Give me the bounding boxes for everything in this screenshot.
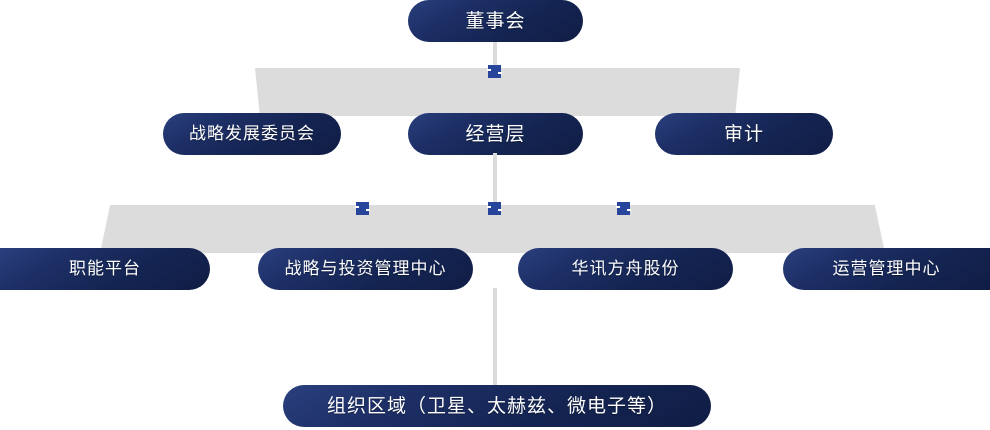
connector-line-management-to-tier3 bbox=[493, 153, 497, 209]
connector-marker-tier3-right bbox=[616, 202, 631, 215]
connector-line-tier3-to-regions bbox=[493, 288, 497, 388]
node-strategy-committee[interactable]: 战略发展委员会 bbox=[163, 113, 341, 155]
node-huaxun-fangzhou-shares[interactable]: 华讯方舟股份 bbox=[518, 248, 733, 290]
node-strategy-investment-center[interactable]: 战略与投资管理中心 bbox=[258, 248, 473, 290]
node-management[interactable]: 经营层 bbox=[408, 113, 583, 155]
node-strategy-committee-label: 战略发展委员会 bbox=[189, 123, 315, 144]
connector-marker-tier3-center bbox=[487, 202, 502, 215]
node-huaxun-fangzhou-shares-label: 华讯方舟股份 bbox=[571, 258, 680, 279]
connector-marker-tier3-left bbox=[355, 202, 370, 215]
node-operations-management-center-label: 运营管理中心 bbox=[832, 258, 941, 279]
node-organization-regions[interactable]: 组织区域（卫星、太赫兹、微电子等） bbox=[283, 385, 711, 427]
node-operations-management-center[interactable]: 运营管理中心 bbox=[783, 248, 990, 290]
node-functional-platform-label: 职能平台 bbox=[69, 258, 141, 279]
node-organization-regions-label: 组织区域（卫星、太赫兹、微电子等） bbox=[326, 394, 667, 417]
node-board-label: 董事会 bbox=[465, 9, 526, 32]
connector-marker-tier2-center bbox=[487, 65, 502, 78]
node-strategy-investment-center-label: 战略与投资管理中心 bbox=[284, 258, 447, 279]
node-functional-platform[interactable]: 职能平台 bbox=[0, 248, 210, 290]
node-audit[interactable]: 审计 bbox=[655, 113, 833, 155]
connector-line-board-to-tier2 bbox=[493, 40, 497, 72]
node-audit-label: 审计 bbox=[723, 122, 764, 145]
node-management-label: 经营层 bbox=[465, 122, 526, 145]
node-board[interactable]: 董事会 bbox=[408, 0, 583, 42]
